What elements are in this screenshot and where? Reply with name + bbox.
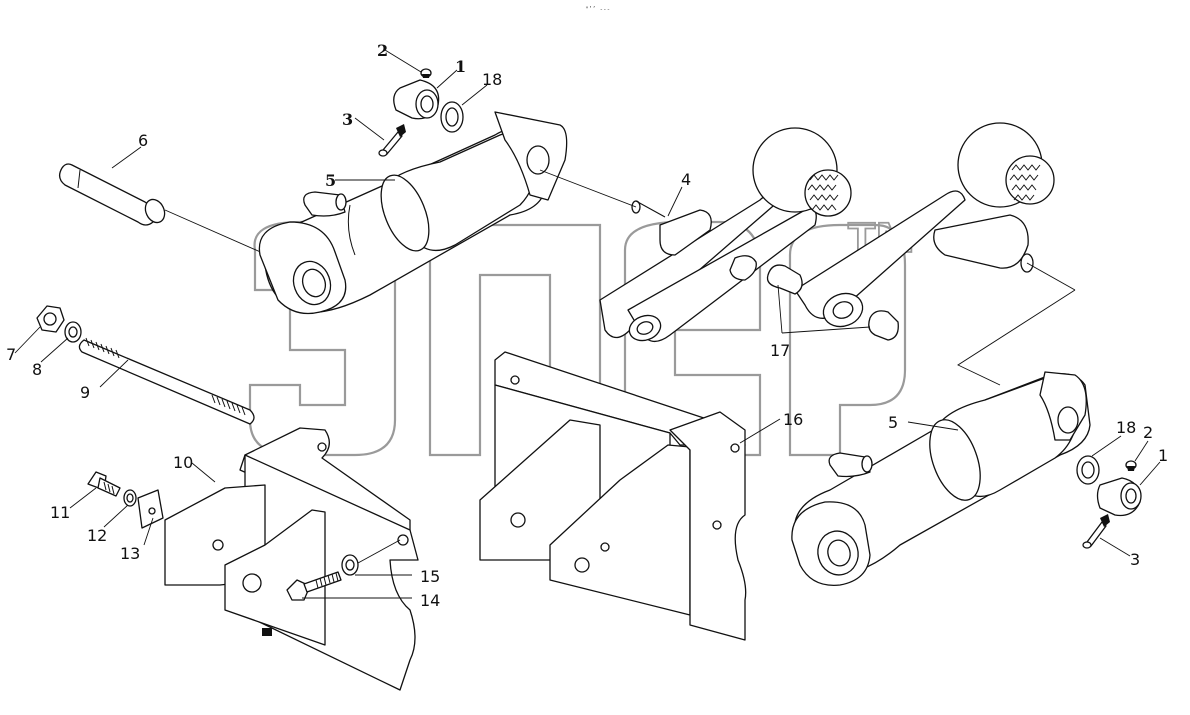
callout-3-lower: 3 <box>1130 550 1140 569</box>
callout-4: 4 <box>681 170 691 189</box>
part-8-washer <box>64 321 82 343</box>
callout-labels: 2 1 18 3 6 5 4 7 8 9 10 11 12 13 15 14 1… <box>6 41 1168 610</box>
part-3-bolt-upper <box>378 124 406 157</box>
callout-13: 13 <box>120 544 140 563</box>
part-7-nut <box>36 305 65 333</box>
callout-16: 16 <box>783 410 803 429</box>
callout-2-upper: 2 <box>377 41 388 60</box>
assembly-connector-line <box>957 289 1076 386</box>
part-17-pins <box>766 264 899 341</box>
callout-11: 11 <box>50 503 70 522</box>
callout-18-lower: 18 <box>1116 418 1136 437</box>
part-6-pin <box>58 163 166 226</box>
part-5-hydraulic-cylinder-lower <box>791 371 1091 586</box>
callout-12: 12 <box>87 526 107 545</box>
callout-8: 8 <box>32 360 42 379</box>
callout-6: 6 <box>138 131 148 150</box>
callout-5-upper: 5 <box>325 171 336 190</box>
bolt14-axis-line <box>357 539 401 564</box>
part-15-washer <box>341 554 359 576</box>
part-16-bracket <box>479 351 747 641</box>
part-11-bolt <box>87 471 121 497</box>
header-mark: "’’ --- <box>585 6 610 13</box>
part-12-washer <box>123 489 137 507</box>
part-2-nut-upper <box>420 68 432 78</box>
part-1-bushing-lower <box>1096 477 1142 517</box>
callout-9: 9 <box>80 383 90 402</box>
part-5-hydraulic-cylinder-upper <box>258 111 568 315</box>
part-14-bolt <box>286 571 342 601</box>
part-2-nut-lower <box>1125 460 1137 471</box>
callout-1-upper: 1 <box>455 57 466 76</box>
callout-7: 7 <box>6 345 16 364</box>
part-1-bushing-upper <box>393 79 440 120</box>
part-18-washer-lower <box>1076 455 1100 485</box>
callout-17: 17 <box>770 341 790 360</box>
lever-axis-line <box>539 169 637 208</box>
callout-18-upper: 18 <box>482 70 502 89</box>
callout-2-lower: 2 <box>1143 423 1153 442</box>
callout-3-upper: 3 <box>342 110 353 129</box>
leader-lines <box>14 49 1161 599</box>
callout-5-lower: 5 <box>888 413 898 432</box>
part-13-plate <box>137 489 164 529</box>
part-10-bracket <box>164 427 419 691</box>
part-9-long-bolt <box>78 337 255 425</box>
callout-14: 14 <box>420 591 440 610</box>
part-18-washer-upper <box>440 101 464 133</box>
callout-1-lower: 1 <box>1158 446 1168 465</box>
callout-10: 10 <box>173 453 193 472</box>
part-4-lever-right <box>794 122 1076 328</box>
part-3-bolt-lower <box>1082 514 1110 549</box>
callout-15: 15 <box>420 567 440 586</box>
part-4-lever-middle <box>599 127 852 342</box>
